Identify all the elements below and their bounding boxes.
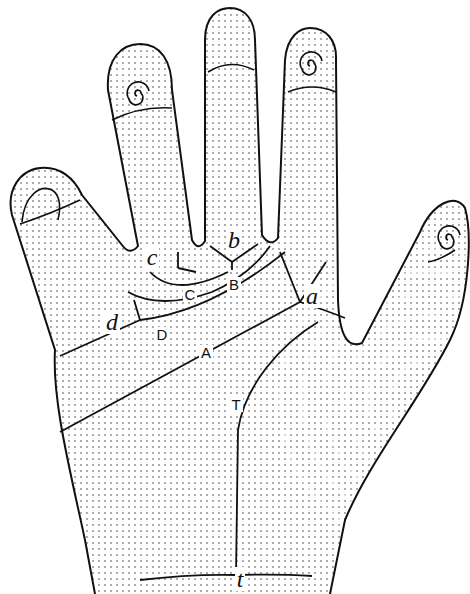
hand-outline [11,8,469,594]
triradius-letter: c [145,245,160,269]
triradius-letter: b [226,228,242,252]
line-letter: C [183,287,198,302]
triradius-letter: a [304,284,320,308]
line-letter: B [227,277,241,292]
line-letter: T [229,397,242,412]
line-letter: D [155,327,170,342]
palmar-lines [60,244,345,580]
line-letter: A [199,345,213,360]
triradius-letter: d [104,310,120,334]
triradius-letter: t [235,567,246,591]
fingertip-patterns [20,52,460,262]
